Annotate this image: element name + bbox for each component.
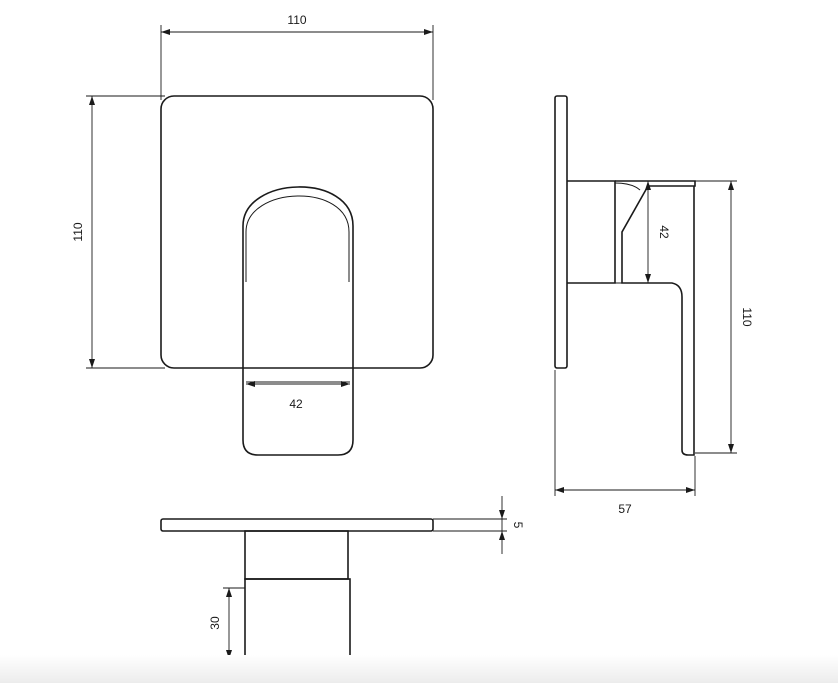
front-width-dimension: 110 — [160, 13, 434, 100]
front-lever-inner-line — [245, 195, 350, 282]
top-body — [244, 530, 349, 580]
top-lever — [244, 578, 351, 660]
top-plate-thickness-label: 5 — [511, 522, 525, 529]
side-cover-plate — [554, 95, 568, 369]
side-lever-profile — [615, 180, 696, 456]
front-lever-width-label: 42 — [289, 397, 303, 411]
side-body-height-label: 42 — [657, 225, 671, 239]
top-body-depth-label: 30 — [208, 616, 222, 630]
top-view: 5 30 — [160, 496, 525, 660]
top-plate-thickness-dimension: 5 — [433, 496, 525, 554]
front-cover-plate — [160, 95, 434, 369]
front-lever-width-dimension: 42 — [246, 381, 350, 411]
side-depth-dimension: 57 — [554, 370, 696, 516]
side-view: 42 110 57 — [554, 95, 754, 516]
side-body — [567, 180, 616, 284]
side-total-height-dimension: 110 — [695, 180, 754, 454]
front-lever-handle — [242, 186, 354, 456]
side-depth-label: 57 — [618, 502, 632, 516]
top-cover-plate — [160, 518, 434, 532]
side-body-height-dimension: 42 — [645, 181, 671, 283]
front-height-dimension: 110 — [71, 95, 165, 369]
top-body-depth-dimension: 30 — [208, 587, 245, 660]
front-height-label: 110 — [71, 222, 85, 241]
bottom-edge-shadow — [0, 655, 838, 683]
front-width-label: 110 — [287, 13, 306, 27]
front-view: 110 110 42 — [71, 13, 434, 456]
side-total-height-label: 110 — [740, 307, 754, 326]
